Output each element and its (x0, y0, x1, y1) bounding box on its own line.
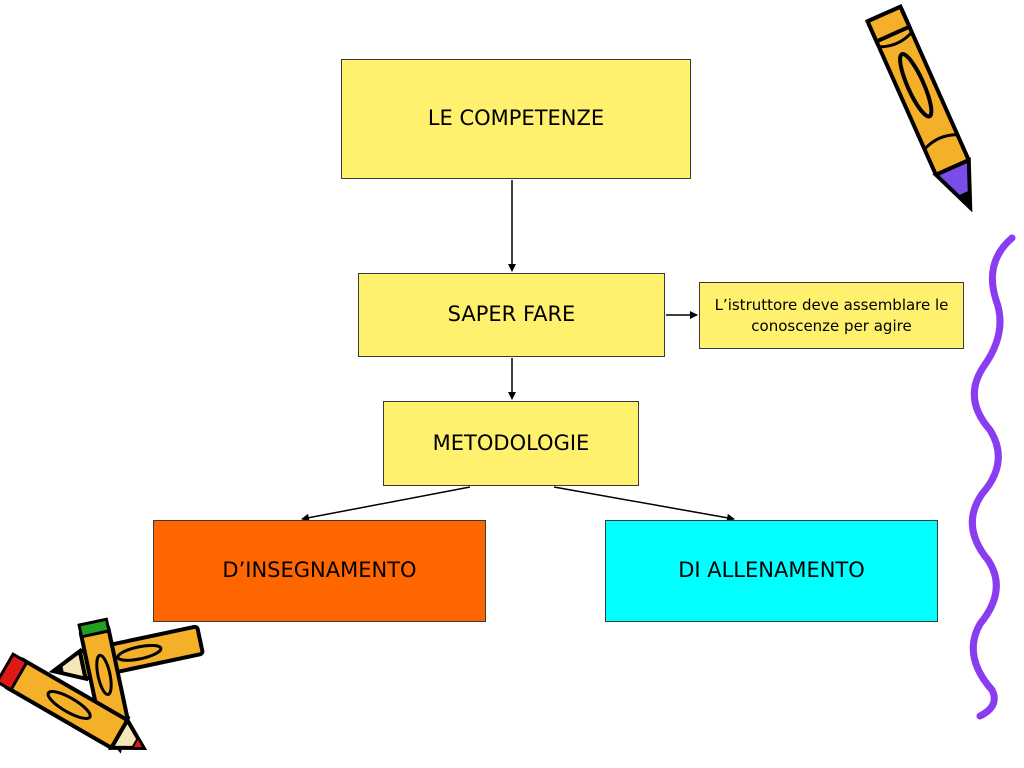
node-metodologie: METODOLOGIE (383, 401, 639, 486)
node-label: SAPER FARE (447, 302, 576, 327)
arrow-metodologie-to-allenamento (553, 486, 735, 522)
node-le-competenze: LE COMPETENZE (341, 59, 691, 179)
arrow-metodologie-to-insegnamento (301, 486, 471, 522)
pencil-icon (864, 4, 973, 213)
node-label: METODOLOGIE (432, 430, 590, 455)
node-note-istruttore: L’istruttore deve assemblare le conoscen… (699, 282, 964, 349)
node-saper-fare: SAPER FARE (358, 273, 665, 357)
node-label: DI ALLENAMENTO (678, 558, 865, 583)
pencils-cluster-icon (0, 617, 205, 754)
squiggle-line (968, 234, 1016, 720)
node-d-insegnamento: D’INSEGNAMENTO (153, 520, 486, 622)
node-label: L’istruttore deve assemblare le conoscen… (714, 296, 949, 335)
node-di-allenamento: DI ALLENAMENTO (605, 520, 938, 622)
node-label: D’INSEGNAMENTO (222, 558, 417, 583)
node-label: LE COMPETENZE (427, 106, 605, 131)
